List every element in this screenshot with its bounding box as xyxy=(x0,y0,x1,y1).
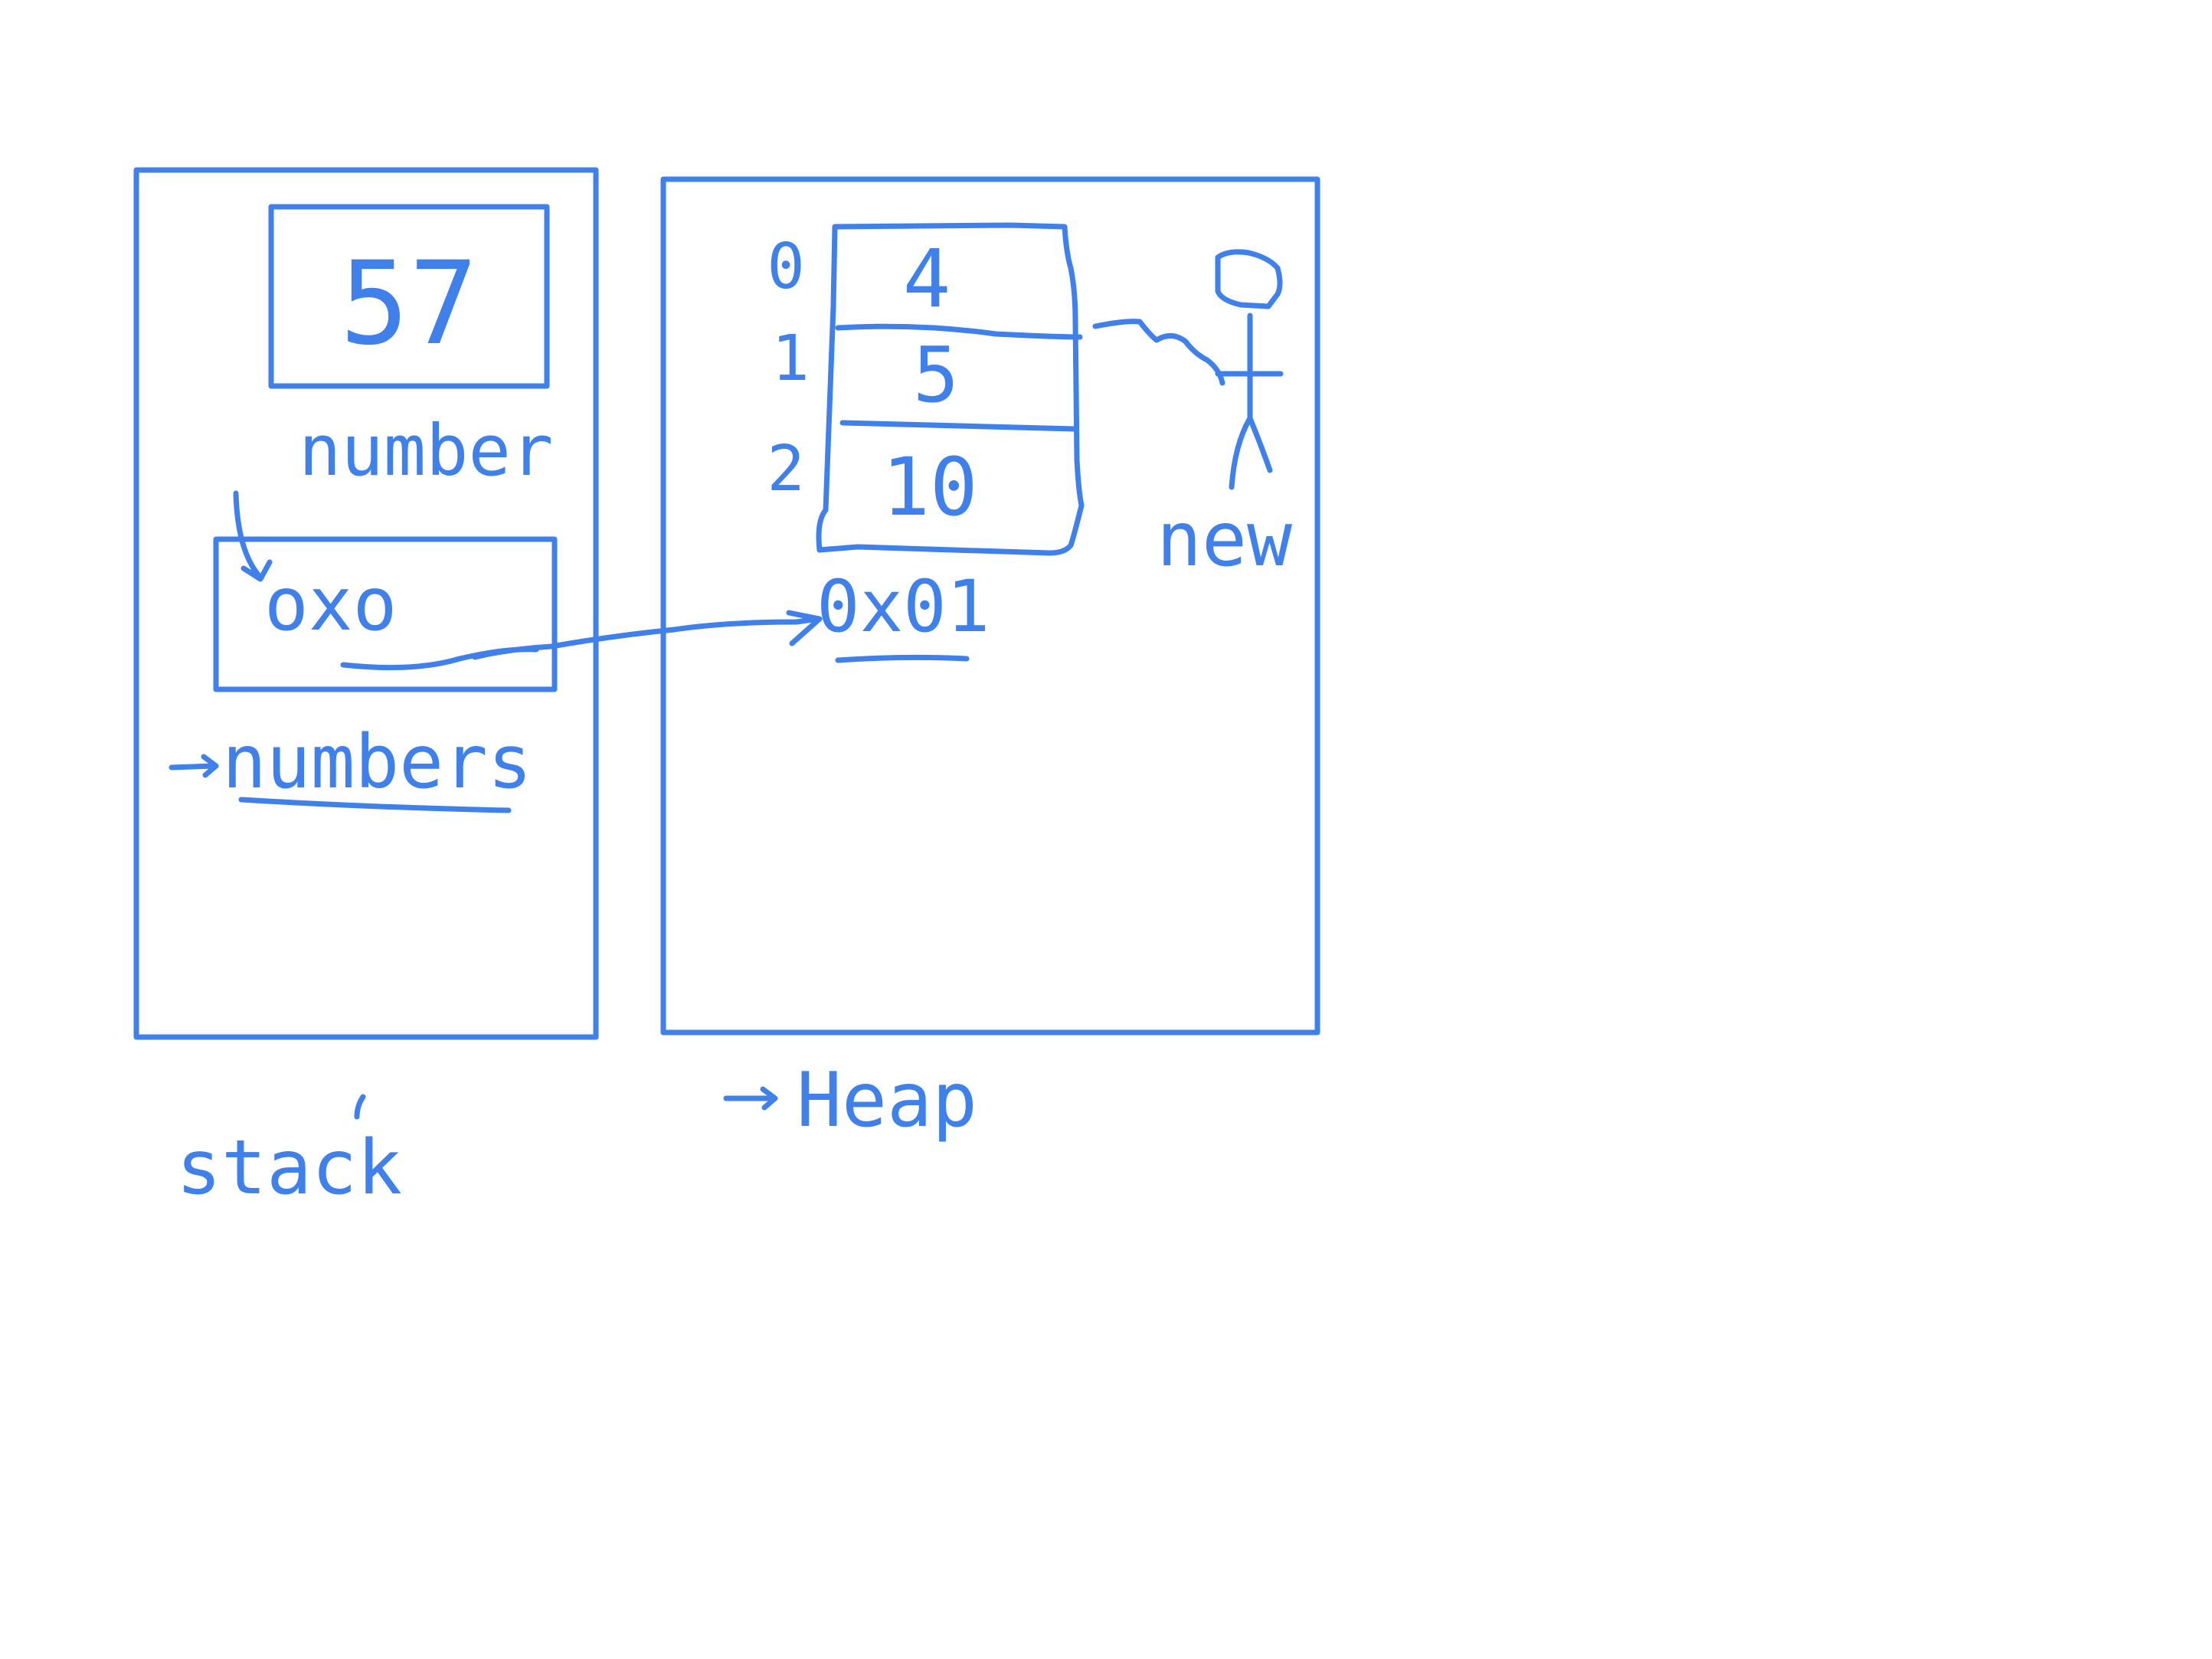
array-index-2: 2 xyxy=(767,433,804,506)
heap-panel xyxy=(660,176,1320,1036)
array-address-underline xyxy=(835,654,970,663)
reference-arrow xyxy=(472,610,823,660)
numbers-box xyxy=(213,536,558,692)
numbers-label-underline xyxy=(238,797,512,813)
number-box xyxy=(268,204,550,389)
numbers-label-arrow xyxy=(169,754,219,778)
array-index-0: 0 xyxy=(767,231,804,303)
stack-caption: stack xyxy=(176,1124,402,1212)
numbers-pointer-arrow xyxy=(233,490,273,582)
array-value-0: 4 xyxy=(903,232,951,326)
array-divider-2 xyxy=(839,420,1078,432)
new-keyword-label: new xyxy=(1157,496,1292,584)
number-value: 57 xyxy=(340,237,479,371)
stick-figure-body xyxy=(1215,312,1284,490)
array-address: 0x01 xyxy=(816,565,990,649)
stick-figure-head xyxy=(1215,249,1283,309)
heap-caption: Heap xyxy=(797,1057,977,1144)
numbers-value: oxo xyxy=(264,561,397,647)
heap-caption-arrow xyxy=(723,1086,778,1111)
stack-caption-tick xyxy=(354,1094,366,1120)
array-value-1: 5 xyxy=(913,330,959,420)
array-block xyxy=(816,222,1085,556)
array-divider-1 xyxy=(835,323,1083,340)
array-value-2: 10 xyxy=(882,440,977,534)
stack-panel xyxy=(133,167,599,1040)
numbers-label: numbers xyxy=(222,719,532,805)
new-link-line xyxy=(1092,319,1225,386)
number-label: number xyxy=(299,410,553,492)
array-index-1: 1 xyxy=(771,322,809,395)
